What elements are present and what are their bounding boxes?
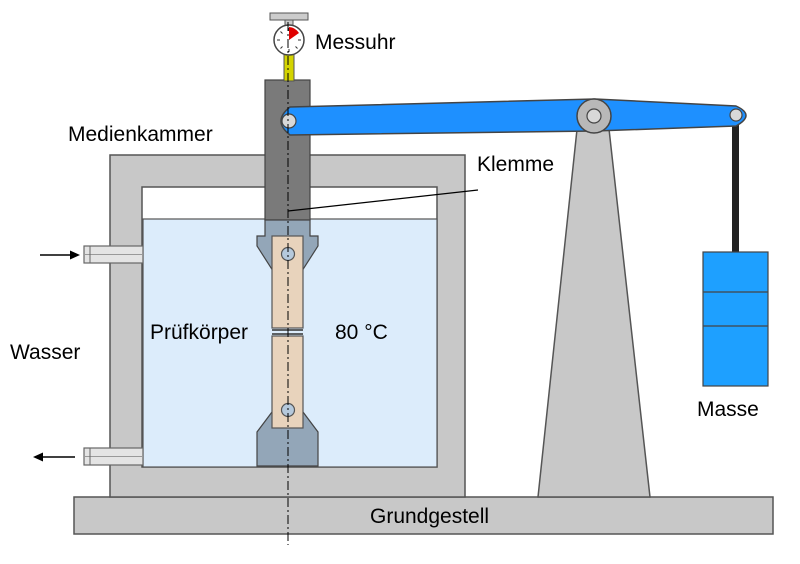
mass-hanger-rod [732,115,739,252]
label-grundgestell: Grundgestell [370,505,489,528]
label-pruefkoerper: Prüfkörper [150,321,248,344]
label-masse: Masse [697,398,759,421]
lever-left-joint [281,113,297,129]
dial-gauge [269,12,309,82]
mass-stack [702,251,769,387]
water-inlet-pipe [83,245,144,264]
label-temperature: 80 °C [335,321,388,344]
lever-support [537,119,651,498]
label-medienkammer: Medienkammer [68,123,213,146]
inflow-arrow [40,250,80,260]
lever-pivot-inner [586,108,602,124]
outflow-arrow [33,452,75,462]
label-klemme: Klemme [477,153,554,176]
base-frame [73,496,774,535]
label-wasser: Wasser [10,341,80,364]
water-outlet-pipe [83,447,144,466]
lever-right-joint [729,108,743,122]
label-messuhr: Messuhr [315,31,396,54]
lever-arm [280,98,747,136]
klemme-leader-line [287,189,479,212]
